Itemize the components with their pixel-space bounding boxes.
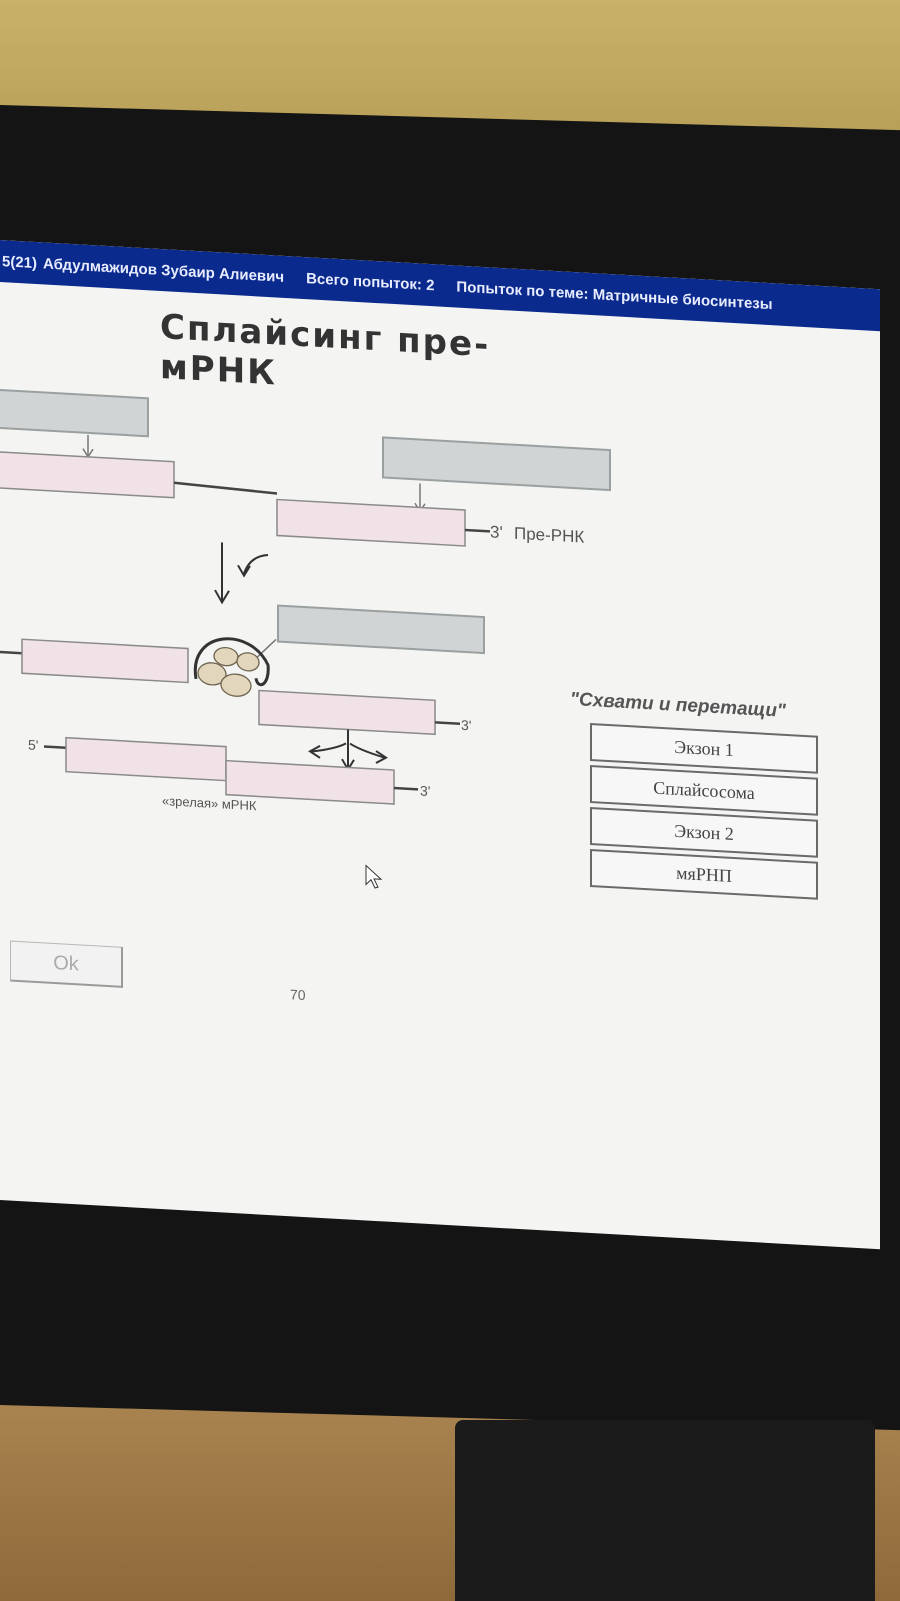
drop-target-1[interactable] [0,388,149,438]
spliceosome-3-label: 3' [461,717,471,734]
ok-button[interactable]: Ok [10,940,123,988]
pre-rna-intron [173,481,278,495]
spliceosome-exon-2 [258,689,436,736]
monitor-screen: 5(21) Абдулмажидов Зубаир Алиевич Всего … [0,240,880,1250]
drag-choices: Экзон 1 Сплайсосома Экзон 2 мяРНП [590,722,818,904]
mature-mrna-label: «зрелая» мРНК [162,793,257,813]
spliceosome-exon-1 [21,638,189,684]
pre-rna-exon-2 [276,498,466,547]
curved-arrow-head [237,564,251,578]
question-counter: 70 [290,986,306,1004]
curved-arrow [243,553,269,575]
pre-rna-3-label: 3' [490,522,503,542]
pre-rna-exon-1 [0,450,175,499]
lariat-release-icon [308,729,388,772]
spliceosome-row-tail-right [435,721,460,725]
process-arrow-head [214,589,230,605]
spliceosome-icon [193,637,270,697]
mrna-exon-1 [65,736,227,782]
choice-snrnp[interactable]: мяРНП [590,848,818,900]
mouse-cursor-icon [365,864,383,889]
arrow-to-spliceosome [255,638,277,659]
drop-target-2[interactable] [382,436,611,492]
mrna-tail-right [394,786,418,791]
spliceosome-row-tail-left [0,650,22,655]
mrna-tail-left [44,745,66,749]
pre-rna-tail [465,528,490,533]
mrna-3-label: 3' [420,782,430,799]
mrna-5-label: 5' [28,737,38,754]
monitor-stand [455,1420,875,1601]
drop-target-3[interactable] [277,604,485,655]
pre-rna-label: Пре-РНК [514,524,584,547]
splicing-diagram: 3' Пре-РНК 3' 5' [0,388,611,889]
